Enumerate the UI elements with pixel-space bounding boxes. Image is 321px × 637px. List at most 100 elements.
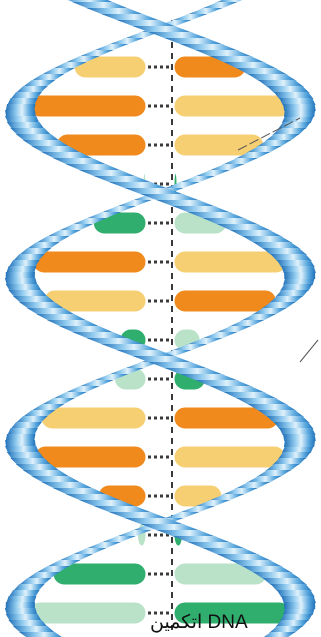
backbone-strand-a-segment [275, 290, 308, 297]
base-left-orange [33, 251, 146, 273]
backbone-strand-b-segment [274, 92, 314, 99]
base-pair [44, 290, 277, 312]
backbone-strand-b-segment [283, 434, 316, 441]
base-pair [29, 95, 292, 117]
base-right-yellow [174, 95, 291, 117]
backbone-strand-b-segment [47, 320, 101, 327]
backbone-strand-b-segment [6, 272, 35, 279]
backbone-strand-b-segment [236, 398, 287, 405]
backbone-strand-b-segment [164, 368, 224, 375]
backbone-strand-b-segment [46, 230, 80, 237]
backbone-strand-a-segment [228, 320, 264, 327]
backbone-strand-a-segment [271, 584, 312, 591]
backbone-strand-a-segment [5, 446, 39, 453]
backbone-strand-b-segment [5, 608, 37, 615]
base-pair [56, 134, 263, 156]
backbone-strand-b-segment [72, 332, 129, 339]
backbone-strand-b-segment [36, 236, 70, 243]
backbone-strand-b-segment [279, 428, 315, 435]
backbone-strand-a-segment [92, 44, 128, 51]
backbone-strand-a-segment [5, 116, 39, 123]
backbone-strand-b-segment [132, 26, 193, 33]
backbone-strand-a-segment [253, 242, 300, 249]
backbone-strand-a-segment [201, 332, 237, 339]
backbone-strand-b-segment [164, 38, 224, 45]
backbone-strand-a-segment [217, 554, 272, 561]
backbone-strand-b-segment [59, 326, 115, 333]
backbone-strand-b-segment [6, 614, 42, 621]
backbone-strand-b-segment [180, 44, 239, 51]
backbone-strand-b-segment [100, 536, 136, 543]
backbone-strand-b-segment [208, 164, 244, 171]
backbone-strand-a-segment [10, 458, 51, 465]
backbone-strand-a-segment [11, 422, 42, 429]
backbone-strand-b-segment [8, 620, 47, 627]
backbone-strand-b-segment [195, 380, 253, 387]
base-pairs [29, 56, 292, 624]
backbone-strand-a-segment [7, 452, 45, 459]
backbone-strand-a-segment [217, 224, 272, 231]
backbone-strand-b-segment [71, 548, 106, 555]
backbone-strand-a-segment [79, 170, 137, 177]
backbone-strand-a-segment [16, 134, 60, 141]
backbone-strand-b-segment [222, 158, 258, 165]
backbone-strand-a-segment [203, 548, 260, 555]
backbone-strand-a-segment [7, 428, 37, 435]
backbone-strand-a-segment [277, 260, 315, 267]
backbone-strand-b-segment [6, 602, 35, 609]
backbone-strand-a-segment [109, 512, 169, 519]
backbone-strand-a-segment [6, 434, 36, 441]
backbone-strand-b-segment [236, 68, 287, 75]
backbone-strand-b-segment [115, 200, 151, 207]
backbone-strand-a-segment [41, 482, 93, 489]
backbone-strand-b-segment [13, 626, 56, 633]
backbone-strand-b-segment [178, 176, 215, 183]
backbone-strand-a-segment [10, 128, 51, 135]
backbone-strand-a-segment [172, 206, 231, 213]
backbone-strand-a-segment [263, 578, 307, 585]
base-left-yellow [41, 407, 146, 429]
backbone-strand-b-segment [6, 266, 36, 273]
backbone-strand-a-segment [280, 284, 312, 291]
backbone-strand-b-segment [284, 110, 315, 117]
backbone-strand-b-segment [282, 446, 314, 453]
backbone-strand-b-segment [101, 344, 161, 351]
backbone-strand-b-segment [6, 596, 36, 603]
base-pair [33, 251, 287, 273]
base-left-mint [29, 602, 146, 624]
backbone-strand-a-segment [7, 122, 45, 129]
backbone-strand-a-segment [16, 86, 48, 93]
backbone-strand-b-segment [9, 590, 40, 597]
backbone-strand-b-segment [278, 122, 311, 129]
backbone-strand-b-segment [284, 440, 315, 447]
backbone-strand-b-segment [194, 170, 230, 177]
backbone-strand-a-segment [5, 110, 36, 117]
backbone-strand-b-segment [265, 134, 299, 141]
backbone-strand-b-segment [148, 362, 208, 369]
backbone-strand-b-segment [36, 314, 87, 321]
backbone-strand-b-segment [86, 8, 145, 15]
backbone-strand-a-segment [230, 230, 283, 237]
base-right-yellow [174, 446, 286, 468]
backbone-strand-a-segment [31, 74, 64, 81]
backbone-strand-a-segment [6, 104, 36, 111]
backbone-strand-b-segment [5, 278, 37, 285]
base-pair [34, 446, 285, 468]
pointer-line-lower [300, 340, 318, 362]
base-pair [53, 563, 267, 585]
backbone-strand-a-segment [23, 80, 56, 87]
backbone-strand-a-segment [94, 506, 153, 513]
backbone-strand-a-segment [23, 470, 70, 477]
backbone-strand-b-segment [258, 80, 304, 87]
base-left-orange [29, 95, 146, 117]
backbone-strand-a-segment [242, 236, 292, 243]
backbone-strand-a-segment [7, 98, 37, 105]
backbone-strand-b-segment [58, 554, 93, 561]
base-pair [41, 407, 279, 429]
backbone-strand-b-segment [85, 542, 121, 549]
base-right-orange [174, 290, 276, 312]
backbone-strand-b-segment [224, 392, 278, 399]
backbone-strand-a-segment [281, 266, 316, 273]
backbone-strand-a-segment [241, 314, 276, 321]
backbone-strand-a-segment [284, 272, 315, 279]
